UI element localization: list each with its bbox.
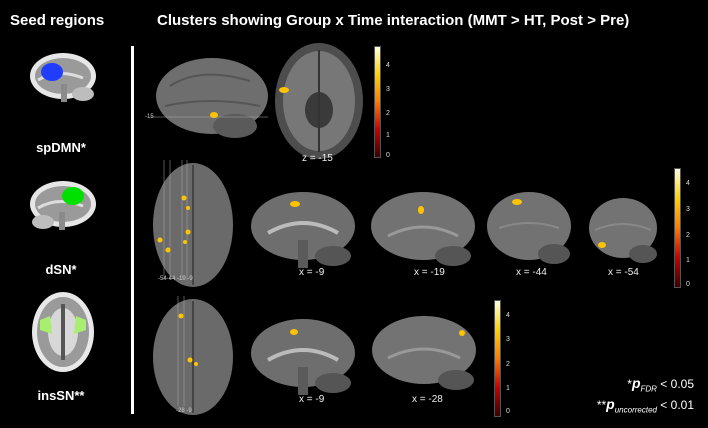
seed-dsn-brain-image <box>30 181 96 230</box>
row2-cb-tick-1: 1 <box>686 257 690 264</box>
seed-label-spdmn: spDMN* <box>36 140 86 155</box>
row2-caption-2: x = -19 <box>414 267 445 278</box>
row1-surface-tick: -15 <box>145 114 154 120</box>
row1-cb-tick-0: 0 <box>386 152 390 159</box>
row2-top-brain <box>153 160 233 287</box>
row3-surface-ticks: -28 -9 <box>176 408 192 414</box>
row3-top-brain <box>153 296 233 415</box>
row3-cb-tick-4: 4 <box>506 312 510 319</box>
seed-label-inssn: insSN** <box>37 388 85 403</box>
row3-sagittal-1 <box>251 319 355 395</box>
row1-axial-slice <box>275 43 363 159</box>
row2-cluster-4 <box>598 242 606 248</box>
row1-cb-tick-4: 4 <box>386 62 390 69</box>
seed-regions-header: Seed regions <box>10 12 105 29</box>
row2-cb-tick-3: 3 <box>686 206 690 213</box>
row1-cb-tick-3: 3 <box>386 86 390 93</box>
row2-cluster-3 <box>512 199 522 205</box>
row3-colorbar <box>494 300 501 417</box>
seed-label-dsn: dSN* <box>45 262 77 277</box>
row2-caption-4: x = -54 <box>608 267 639 278</box>
row2-cb-tick-0: 0 <box>686 281 690 288</box>
spdmn-seed-marker <box>41 63 63 81</box>
row2-colorbar <box>674 168 681 288</box>
inssn-left-marker <box>40 316 52 334</box>
clusters-header: Clusters showing Group x Time interactio… <box>157 12 630 29</box>
footnote-fdr: *pFDR < 0.05 <box>627 375 694 394</box>
row3-cb-tick-2: 2 <box>506 361 510 368</box>
row1-colorbar <box>374 46 381 158</box>
row2-cluster-1 <box>290 201 300 207</box>
row3-cb-tick-0: 0 <box>506 408 510 415</box>
row3-caption-2: x = -28 <box>412 394 443 405</box>
row2-surface-ticks: -54-44 -19 -9 <box>158 276 193 282</box>
inssn-right-marker <box>74 316 86 334</box>
row2-caption-3: x = -44 <box>516 267 547 278</box>
seed-inssn-brain-image <box>32 292 94 372</box>
seed-spdmn-brain-image <box>30 53 96 102</box>
footnote-uncorrected: **puncorrected < 0.01 <box>596 396 694 415</box>
row2-sagittal-4 <box>589 198 657 263</box>
row2-sagittal-1 <box>251 192 355 268</box>
row1-axial-caption: z = -15 <box>302 153 333 164</box>
row3-cluster-2 <box>459 330 465 336</box>
row1-cb-tick-1: 1 <box>386 132 390 139</box>
row3-cb-tick-1: 1 <box>506 385 510 392</box>
row3-caption-1: x = -9 <box>299 394 325 405</box>
row1-cb-tick-2: 2 <box>386 110 390 117</box>
row2-sagittal-2 <box>371 192 475 266</box>
row2-caption-1: x = -9 <box>299 267 325 278</box>
row2-sagittal-3 <box>487 192 571 264</box>
row2-cb-tick-4: 4 <box>686 180 690 187</box>
row1-surface-cluster <box>210 112 218 118</box>
row2-cluster-2 <box>418 206 424 214</box>
row3-sagittal-2 <box>372 316 476 390</box>
row2-cb-tick-2: 2 <box>686 232 690 239</box>
row3-cb-tick-3: 3 <box>506 336 510 343</box>
row1-surface-brain <box>150 58 268 138</box>
vertical-divider <box>131 46 134 414</box>
row3-cluster-1 <box>290 329 298 335</box>
dsn-seed-marker <box>62 187 84 205</box>
row1-axial-cluster <box>279 87 289 93</box>
